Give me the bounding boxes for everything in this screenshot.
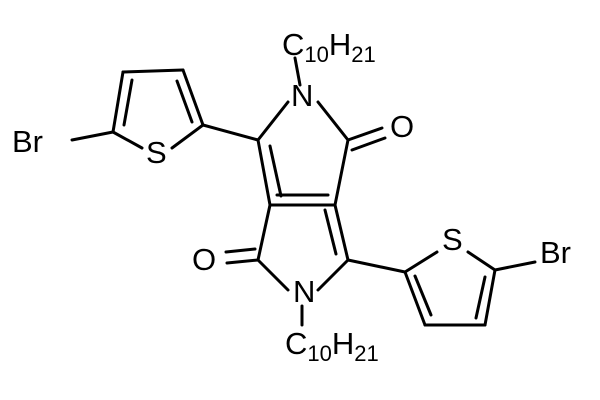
bond-carbonyl-bottom-2 (224, 247, 257, 254)
atom-label-layer: Br S N O O N S Br C10H21 C10H21 (12, 27, 571, 366)
bond-thiophene-right-2 (466, 250, 497, 272)
bond-core-i (333, 203, 350, 262)
substituent-bottom-h: H (332, 326, 354, 361)
bond-thiophene-right-3 (483, 268, 497, 327)
bond-carbonyl-bottom (225, 258, 260, 265)
bond-thiophene-right-5-inner (413, 274, 433, 317)
substituent-bottom: C10H21 (285, 326, 379, 366)
atom-br-left: Br (12, 124, 43, 159)
substituent-top: C10H21 (282, 27, 376, 67)
bond-thiophene-left-5 (111, 130, 144, 150)
substituent-top-h-count: 21 (351, 42, 375, 67)
bond-core-e (256, 138, 272, 207)
bond-thiophene-left-4 (170, 123, 205, 150)
atom-n-top: N (291, 78, 313, 113)
bond-core-i-inner (323, 208, 338, 256)
bond-thiophene-left-3-inner (175, 79, 194, 124)
bond-layer (70, 56, 537, 327)
bond-thiophene-left-2 (121, 68, 185, 74)
bond-core-f (256, 203, 272, 262)
bond-br-left (70, 130, 115, 142)
bond-thiophene-left-1 (111, 70, 125, 134)
atom-o-top: O (390, 109, 414, 144)
atom-s-left: S (146, 135, 167, 170)
substituent-bottom-c: C (285, 326, 307, 361)
substituent-top-h: H (329, 27, 351, 62)
bond-core-e-inner (268, 144, 283, 198)
bond-core-b (316, 100, 350, 142)
bond-thiophene-left-1-inner (122, 78, 134, 127)
substituent-bottom-c-count: 10 (307, 341, 331, 366)
atom-n-bottom: N (293, 274, 315, 309)
bond-carbonyl-top (346, 126, 384, 142)
bond-thiophene-right-3-inner (474, 275, 487, 320)
bond-thiophene-left-3 (181, 68, 205, 127)
substituent-top-c-count: 10 (304, 42, 328, 67)
bond-core-h (316, 258, 350, 292)
bond-thiophene-right-5 (403, 270, 427, 327)
atom-br-right: Br (540, 235, 571, 270)
bond-core-g (256, 258, 290, 292)
bond-n-alkyl-top (293, 56, 302, 87)
bond-thiophene-right-link (346, 258, 407, 274)
substituent-bottom-h-count: 21 (354, 341, 378, 366)
bond-thiophene-left-link (201, 123, 260, 142)
bond-br-right (493, 260, 537, 272)
bond-core-a (256, 100, 290, 142)
bond-core-c (333, 138, 350, 207)
bond-thiophene-right-1 (403, 250, 439, 274)
atom-o-bottom: O (192, 242, 216, 277)
bond-carbonyl-top-2 (350, 136, 387, 152)
substituent-top-c: C (282, 27, 304, 62)
atom-s-right: S (442, 222, 463, 257)
